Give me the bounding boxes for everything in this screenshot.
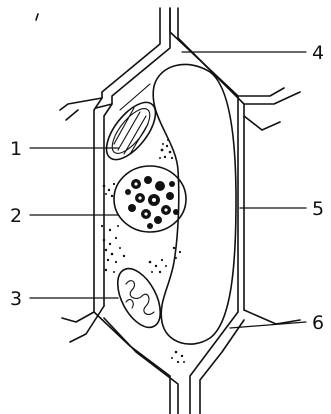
label-1: 1 <box>10 138 22 160</box>
label-5: 5 <box>312 198 324 220</box>
vacuole <box>153 64 236 344</box>
cell-wall <box>60 8 300 414</box>
label-2: 2 <box>10 205 22 227</box>
stray-mark <box>36 14 38 20</box>
label-6: 6 <box>312 312 324 334</box>
label-3: 3 <box>10 288 22 310</box>
label-4: 4 <box>312 42 324 64</box>
nucleus <box>114 166 186 232</box>
